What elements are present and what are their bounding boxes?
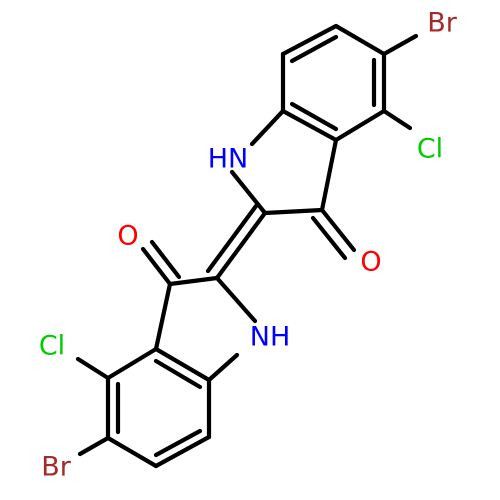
bonds bbox=[75, 23, 419, 469]
bond bbox=[333, 23, 387, 57]
bond bbox=[153, 428, 203, 458]
bond bbox=[214, 275, 258, 324]
bond bbox=[280, 23, 339, 57]
bond bbox=[149, 239, 182, 280]
bond bbox=[105, 435, 159, 469]
bond bbox=[319, 137, 339, 213]
chlorine-label-top: Cl bbox=[417, 134, 443, 165]
bond bbox=[105, 346, 159, 381]
bond bbox=[381, 108, 413, 131]
bond bbox=[262, 207, 325, 216]
bond bbox=[153, 358, 203, 390]
atom-labels: Br Cl HN O O NH Cl Br bbox=[39, 8, 458, 483]
bond bbox=[77, 435, 111, 457]
bond bbox=[289, 34, 339, 64]
bond bbox=[229, 169, 268, 216]
bond bbox=[249, 108, 286, 147]
bond bbox=[153, 434, 212, 469]
bond bbox=[310, 215, 348, 261]
bond bbox=[153, 281, 173, 352]
bond bbox=[319, 207, 357, 253]
bromine-label-bottom: Br bbox=[41, 452, 72, 483]
bond bbox=[280, 108, 339, 143]
chlorine-label-bottom: Cl bbox=[39, 331, 65, 362]
bromine-label-top: Br bbox=[427, 8, 458, 39]
nitrogen-label-bottom: NH bbox=[250, 322, 291, 353]
bond bbox=[214, 210, 268, 281]
bond bbox=[140, 246, 173, 287]
bond bbox=[75, 356, 111, 381]
bond bbox=[167, 275, 220, 287]
oxygen-label-bottom: O bbox=[117, 221, 138, 252]
oxygen-label-top: O bbox=[360, 247, 381, 278]
bond bbox=[381, 33, 419, 57]
nitrogen-label-top: HN bbox=[208, 144, 249, 175]
bond bbox=[206, 352, 240, 383]
bond bbox=[205, 203, 259, 274]
bond bbox=[333, 108, 387, 143]
bond bbox=[153, 346, 212, 383]
bond bbox=[289, 101, 339, 132]
